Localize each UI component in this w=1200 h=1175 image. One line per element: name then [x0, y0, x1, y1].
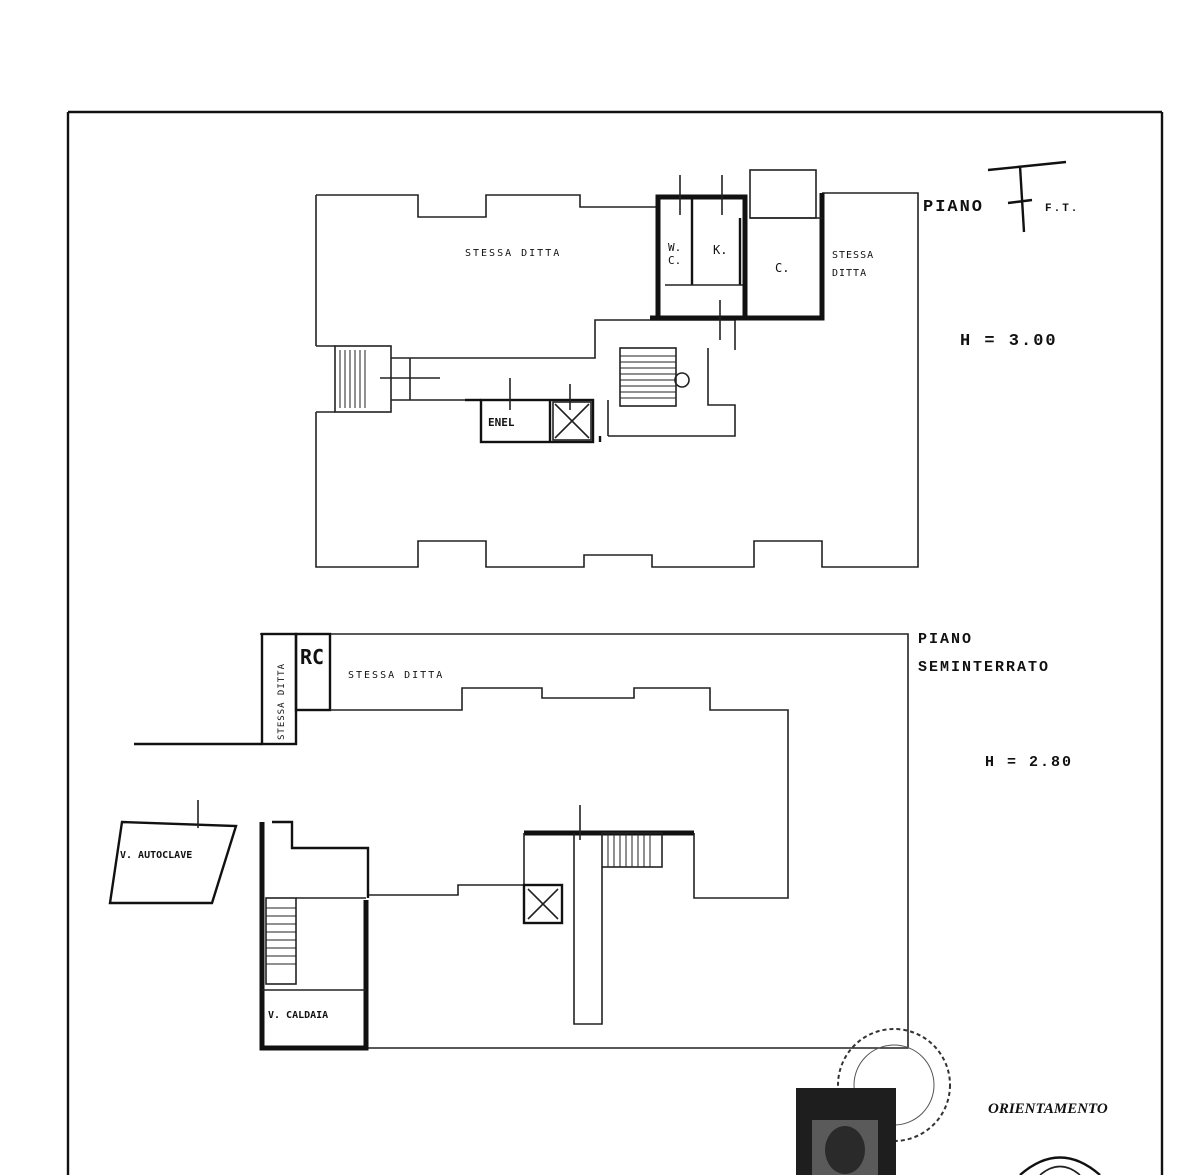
floor-number-mark — [987, 160, 1067, 233]
lower-floor-plan: STESSA DITTA STESSA DITTA RC V. AUTOCLAV… — [108, 632, 909, 1051]
enel-label: ENEL — [488, 416, 515, 429]
caldaia-label: V. CALDAIA — [268, 1010, 328, 1021]
lower-floor-title-line1: PIANO — [918, 631, 973, 648]
orientation-label: ORIENTAMENTO — [988, 1101, 1108, 1117]
upper-floor-plan: STESSA DITTA STESSA DITTA W. C. K. C. EN… — [315, 169, 919, 568]
lower-floor-height-label: H = 2.80 — [985, 754, 1073, 771]
upper-floor-title-suffix: F.T. — [1045, 203, 1079, 215]
kitchen-label: K. — [713, 243, 727, 257]
sheet-frame — [66, 110, 1164, 1175]
autoclave-label: V. AUTOCLAVE — [120, 850, 192, 861]
upper-main-room-label: STESSA DITTA — [465, 248, 561, 259]
lower-floor-title: PIANO SEMINTERRATO H = 2.80 — [918, 631, 1073, 771]
lower-side-room-label: STESSA DITTA — [277, 663, 287, 740]
rc-label: RC — [300, 645, 324, 669]
upper-right-room-label-1: STESSA — [832, 250, 874, 261]
closet-label: C. — [775, 261, 789, 275]
lower-main-room-label: STESSA DITTA — [348, 670, 444, 681]
wc-label-1: W. — [668, 241, 681, 254]
official-stamp — [796, 1028, 951, 1175]
wc-label-2: C. — [668, 254, 681, 267]
upper-floor-height-label: H = 3.00 — [960, 332, 1058, 351]
lower-floor-title-line2: SEMINTERRATO — [918, 659, 1050, 676]
orientation-block: ORIENTAMENTO — [988, 1101, 1108, 1175]
compass-icon — [1019, 1156, 1101, 1175]
upper-right-room-label-2: DITTA — [832, 268, 867, 279]
upper-floor-title: PIANO F.T. H = 3.00 — [923, 160, 1079, 351]
upper-floor-title-word: PIANO — [923, 198, 984, 217]
